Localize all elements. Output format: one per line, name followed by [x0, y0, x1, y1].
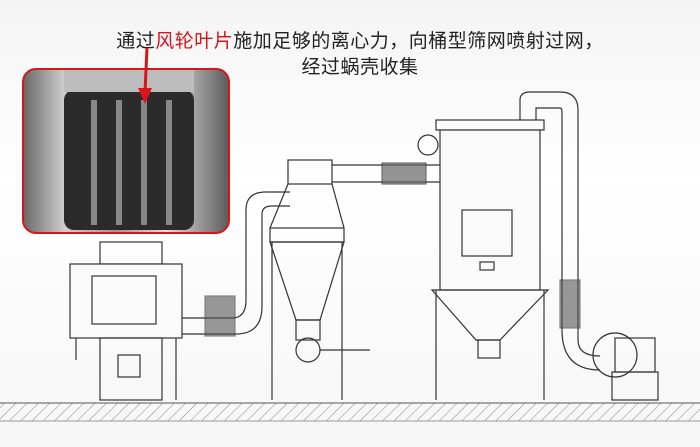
caption-suffix: 施加足够的离心力，向桶型筛网喷射过网，: [233, 30, 604, 52]
cyclone-separator: [269, 159, 370, 400]
ground: [0, 402, 700, 422]
tub-sieve-unit: [417, 119, 550, 400]
outlet-duct: [519, 91, 601, 371]
inlet-duct: [182, 191, 290, 337]
caption-line-1: 通过风轮叶片施加足够的离心力，向桶型筛网喷射过网，: [10, 26, 700, 53]
feeder-unit: [69, 241, 183, 401]
caption-prefix: 通过: [116, 30, 156, 52]
connecting-duct: [332, 162, 540, 185]
impeller-blades-image: [64, 70, 194, 230]
caption-highlight: 风轮叶片: [155, 30, 234, 52]
impeller-photo: [22, 68, 230, 234]
caption-line-2: 经过蜗壳收集: [301, 56, 419, 78]
fan-unit: [592, 332, 659, 401]
